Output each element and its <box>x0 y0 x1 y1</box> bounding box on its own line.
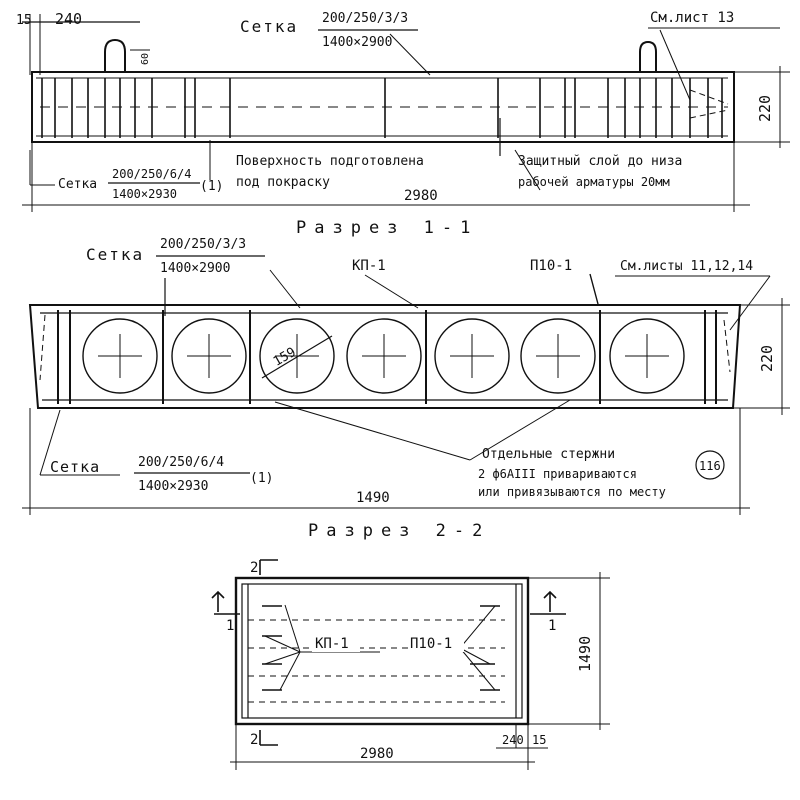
mesh-bottom-count: (1) <box>200 179 223 194</box>
s2-see-sheets: См.листы 11,12,14 <box>620 259 753 274</box>
dim-15-plan: 15 <box>532 733 546 747</box>
dim-240-plan: 240 <box>502 733 524 747</box>
see-sheet-13: См.лист 13 <box>650 10 734 26</box>
s2-spacer-label: П10-1 <box>530 258 572 274</box>
s2-mesh-top-spec: 200/250/3/3 <box>160 237 246 252</box>
dim-159: 159 <box>271 345 299 370</box>
cut-1-left: 1 <box>226 618 234 634</box>
mesh-bottom-size: 1400×2930 <box>112 187 177 201</box>
ref-circle-116: 116 <box>699 459 721 473</box>
dim-1490-plan: 1490 <box>576 636 594 672</box>
dim-220-s1: 220 <box>756 95 774 122</box>
plan-view: 2 2 1 1 <box>211 559 610 770</box>
section2-caption: Разрез 2-2 <box>308 521 490 541</box>
s2-frame-label: КП-1 <box>352 258 386 274</box>
s2-mesh-bottom-spec: 200/250/6/4 <box>138 455 224 470</box>
s2-mesh-bottom-size: 1400×2930 <box>138 479 208 494</box>
s2-mesh-top-size: 1400×2900 <box>160 261 230 276</box>
dim-60: 60 <box>140 53 151 65</box>
dim-220-s2: 220 <box>758 345 776 372</box>
bars-note-2: 2 ф6АIII приваривают­ся <box>478 467 637 481</box>
surface-note-2: под покраску <box>236 175 330 190</box>
s2-mesh-top-label: Сетка <box>86 245 144 264</box>
hollow-cores <box>82 318 685 394</box>
plan-frame-label: КП-1 <box>315 636 349 652</box>
bars-note-3: или привязываются по месту <box>478 485 666 499</box>
s2-mesh-bottom-count: (1) <box>250 471 273 486</box>
cover-note-2: рабочей арматуры 20мм <box>518 175 670 189</box>
mesh-bottom-spec: 200/250/6/4 <box>112 167 191 181</box>
dim-1490-s2: 1490 <box>356 490 390 506</box>
cut-2-bottom: 2 <box>250 732 258 748</box>
section1-caption: Разрез 1-1 <box>296 218 478 238</box>
section-1-1: 15 240 Сетка 200/250/3/3 1400×2900 См.ли… <box>16 10 790 238</box>
s2-mesh-bottom-label: Сетка <box>50 458 100 476</box>
mesh-top-size: 1400×2900 <box>322 35 392 50</box>
dim-240: 240 <box>55 10 82 28</box>
cut-1-right: 1 <box>548 618 556 634</box>
mesh-top-spec: 200/250/3/3 <box>322 11 408 26</box>
mesh-bottom-label: Сетка <box>58 177 97 192</box>
dim-15: 15 <box>16 13 32 28</box>
section-2-2: Сетка 200/250/3/3 1400×2900 КП-1 П10-1 С… <box>22 237 790 541</box>
plan-spacer-label: П10-1 <box>410 636 452 652</box>
bars-note-1: Отдельные стержни <box>482 447 615 462</box>
surface-note-1: Поверхность подготовлена <box>236 154 424 169</box>
dim-2980-s1: 2980 <box>404 188 438 204</box>
cut-2-top: 2 <box>250 560 258 576</box>
dim-2980-plan: 2980 <box>360 746 394 762</box>
mesh-top-label: Сетка <box>240 17 298 36</box>
cover-note-1: Защитный слой до низа <box>518 154 682 169</box>
